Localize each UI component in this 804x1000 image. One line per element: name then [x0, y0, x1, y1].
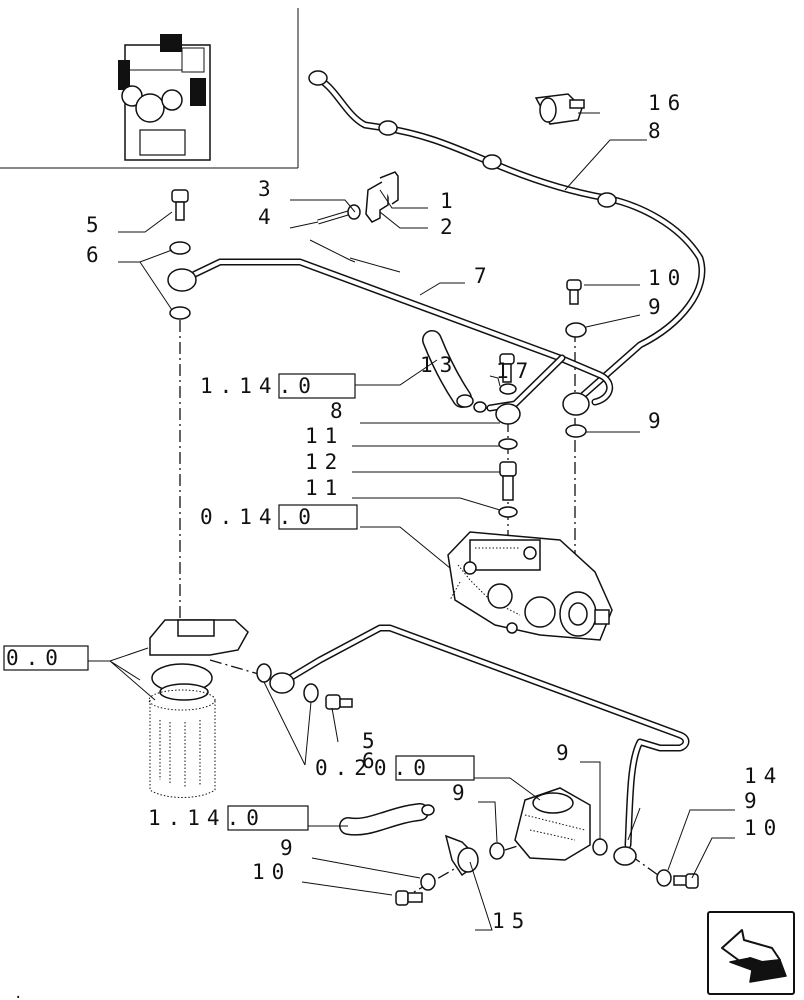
back-arrow-icon: [721, 929, 787, 983]
banjo-bolt-5-bottom: [325, 694, 353, 710]
washer-11-lower: [498, 506, 518, 518]
injection-pump: [447, 531, 613, 641]
reference-box-00: 0.0: [3, 645, 89, 671]
leader-lines: [88, 112, 735, 931]
callout-9-a: 9: [648, 295, 668, 319]
callout-14: 14: [744, 764, 783, 788]
callout-12: 12: [305, 450, 344, 474]
banjo-bolt-5-top: [171, 189, 189, 221]
callout-numbers: 16 8 3 4 1 2 5 6 7 10 9 13 17 9 8 11 12 …: [86, 91, 783, 933]
callout-9-f: 9: [280, 836, 300, 860]
callout-11-a: 11: [305, 424, 344, 448]
reference-box-0200: 0.20.0: [315, 755, 475, 781]
fuel-pipe-7: [167, 258, 613, 425]
callout-7: 7: [474, 264, 494, 288]
reference-box-1140-bot: 1.14.0: [148, 805, 309, 831]
callout-5-bottom: 5: [362, 729, 382, 753]
callout-8-top: 8: [648, 119, 668, 143]
bolt-10-top: [566, 279, 582, 305]
fuel-filter: [148, 619, 249, 798]
banjo-fitting: [167, 268, 197, 292]
callout-9-c: 9: [556, 741, 576, 765]
callout-4: 4: [258, 205, 278, 229]
callout-2: 2: [440, 215, 460, 239]
callout-9-d: 9: [452, 781, 472, 805]
washer-9-pump-left: [489, 842, 505, 860]
ref-label-0140: 0.14.0: [200, 505, 318, 529]
callout-9-b: 9: [648, 409, 668, 433]
washer-11-upper: [498, 438, 518, 450]
ref-label-1140-top: 1.14.0: [200, 374, 318, 398]
engine-thumbnail: [0, 8, 299, 169]
pipe-union: [308, 70, 328, 86]
washer-6-top: [169, 241, 191, 255]
corner-mark: .: [14, 986, 22, 1000]
washer-3: [347, 204, 361, 220]
ref-label-00: 0.0: [6, 646, 65, 670]
callout-10-bottom-right: 10: [744, 816, 783, 840]
callout-8-mid: 8: [330, 399, 350, 423]
previous-page-button[interactable]: [707, 911, 795, 995]
callout-5-top: 5: [86, 213, 106, 237]
callout-3: 3: [258, 177, 278, 201]
washer-9-pump-right: [592, 838, 608, 856]
callout-6-bottom: 6: [362, 749, 382, 773]
bolt-10-bottom-left: [395, 890, 423, 906]
callout-11-b: 11: [305, 476, 344, 500]
fitting-15: [444, 834, 479, 877]
washer-9-lower: [565, 424, 587, 438]
ref-label-1140-bot: 1.14.0: [148, 806, 266, 830]
adapter-12: [499, 461, 517, 501]
washer-bottom-left: [256, 663, 272, 683]
reference-box-1140-top: 1.14.0: [200, 373, 356, 399]
reference-box-0140: 0.14.0: [200, 504, 358, 530]
callout-17: 17: [496, 359, 535, 383]
fuel-pipe-14: [269, 624, 690, 866]
bolt-17: [499, 353, 515, 383]
callout-1: 1: [440, 189, 460, 213]
bolt-10-bottom-right: [673, 873, 699, 889]
callout-13: 13: [420, 353, 459, 377]
callout-10-top: 10: [648, 266, 687, 290]
callout-15: 15: [492, 909, 531, 933]
bolt-4: [317, 210, 349, 225]
washer-9-upper: [565, 322, 587, 338]
callout-9-e: 9: [744, 789, 764, 813]
pipe-shield: [309, 239, 401, 273]
lift-pump: [514, 787, 591, 861]
callout-16: 16: [648, 91, 687, 115]
washer-6-bottom: [169, 306, 191, 320]
callout-6-top: 6: [86, 243, 106, 267]
bracket-1: [365, 171, 399, 223]
return-pipe-8: [308, 70, 706, 402]
engine-thumbnail-icon: [118, 34, 211, 161]
ref-label-0200: 0.20.0: [315, 756, 433, 780]
fitting-16: [534, 93, 585, 125]
callout-10-bottom-left: 10: [252, 860, 291, 884]
